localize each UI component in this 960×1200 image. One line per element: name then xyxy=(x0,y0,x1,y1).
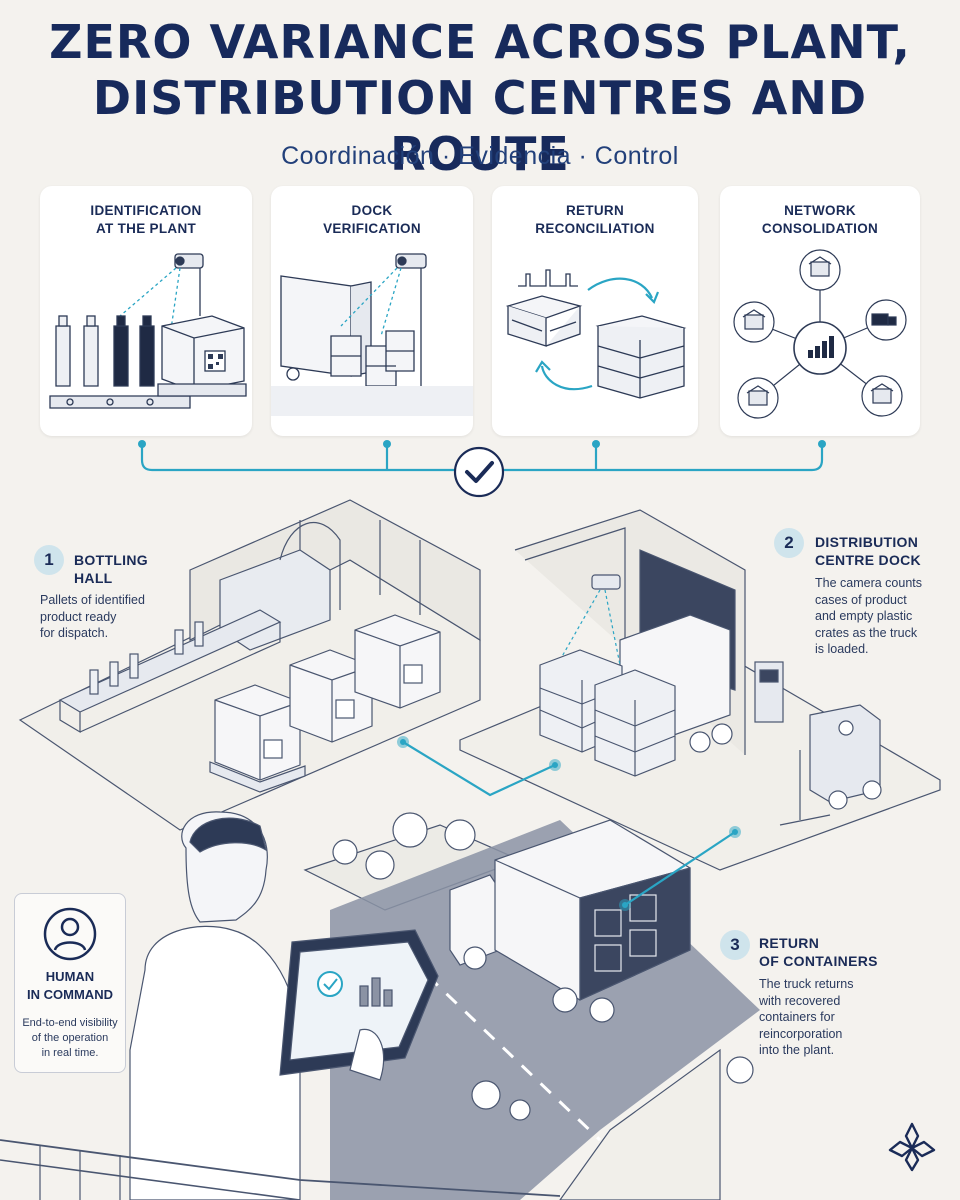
network-hub-illustration xyxy=(733,249,907,419)
operations-scene-illustration xyxy=(0,499,941,1200)
human-description: End-to-end visibility of the operation i… xyxy=(22,1017,118,1059)
human-in-command-panel: HUMAN IN COMMAND End-to-end visibility o… xyxy=(14,893,126,1073)
page-title: ZERO VARIANCE ACROSS PLANT, DISTRIBUTION… xyxy=(0,14,960,182)
section-2-description: The camera counts cases of product and e… xyxy=(815,576,922,656)
title-line-2: DISTRIBUTION CENTRES AND ROUTE xyxy=(92,71,868,181)
section-1-number: 1 xyxy=(34,545,64,575)
plant-conveyor-illustration xyxy=(49,253,247,409)
page-subtitle: Coordinación · Evidencia · Control xyxy=(281,142,679,170)
brand-logo-icon xyxy=(888,1122,936,1172)
card-network-consolidation: NETWORK CONSOLIDATION xyxy=(720,186,920,436)
section-2-number: 2 xyxy=(774,528,804,558)
section-2-title: DISTRIBUTION CENTRE DOCK xyxy=(815,534,921,568)
person-icon xyxy=(43,907,97,961)
return-crates-illustration xyxy=(505,269,687,399)
section-1-description: Pallets of identified product ready for … xyxy=(40,593,145,640)
title-line-1: ZERO VARIANCE ACROSS PLANT, xyxy=(49,15,911,69)
card-title: NETWORK CONSOLIDATION xyxy=(761,203,879,236)
dock-camera-illustration xyxy=(271,253,473,416)
cards-connector xyxy=(138,440,826,498)
section-1-title: BOTTLING HALL xyxy=(74,552,148,586)
card-title: IDENTIFICATION AT THE PLANT xyxy=(90,203,202,236)
section-3-description: The truck returns with recovered contain… xyxy=(759,977,854,1057)
card-identification: IDENTIFICATION AT THE PLANT xyxy=(40,186,252,436)
checkmark-icon xyxy=(465,461,494,483)
human-title: HUMAN IN COMMAND xyxy=(27,969,113,1002)
section-3-number: 3 xyxy=(720,930,750,960)
card-title: DOCK VERIFICATION xyxy=(323,203,421,236)
section-3-title: RETURN OF CONTAINERS xyxy=(759,935,878,969)
card-title: RETURN RECONCILIATION xyxy=(535,203,655,236)
card-return-reconciliation: RETURN RECONCILIATION xyxy=(492,186,698,436)
card-dock-verification: DOCK VERIFICATION xyxy=(271,186,473,436)
checkmark-circle xyxy=(453,446,505,498)
